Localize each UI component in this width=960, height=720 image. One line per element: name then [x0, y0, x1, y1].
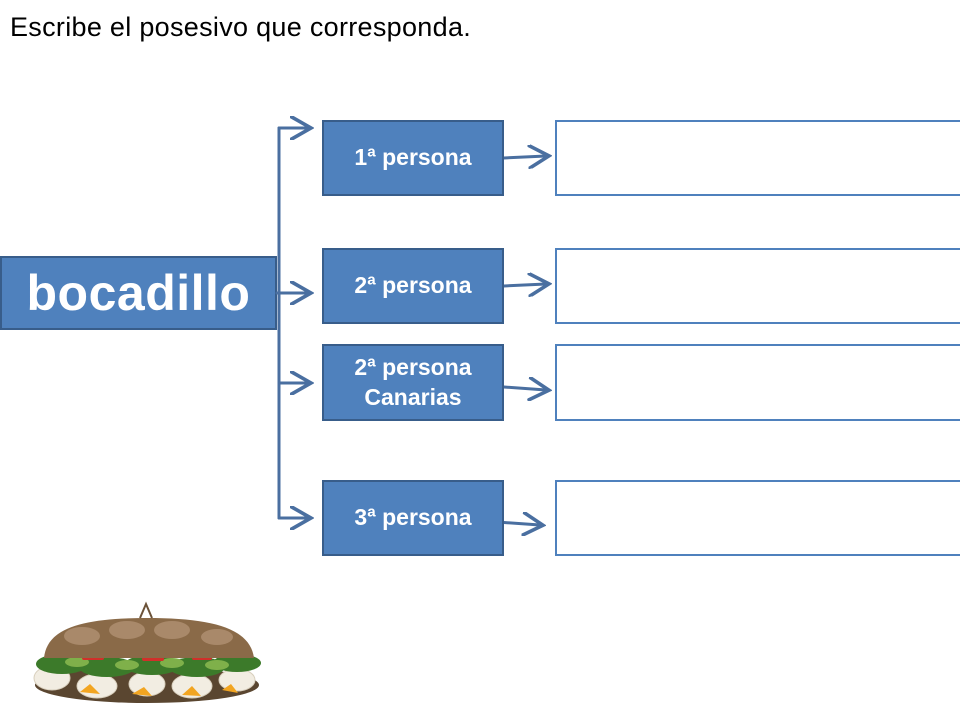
answer-field-4[interactable]: [555, 480, 960, 556]
answer-field-2[interactable]: [555, 248, 960, 324]
person-label-1: 1ª persona: [354, 144, 472, 171]
sandwich-icon: [33, 601, 261, 703]
instruction-text: Escribe el posesivo que corresponda.: [10, 12, 472, 42]
answer-arrow-3: [502, 387, 546, 390]
branch-trunk: [275, 126, 281, 520]
person-box-1: 1ª persona: [322, 120, 504, 196]
noun-box: bocadillo: [0, 256, 277, 330]
noun-label: bocadillo: [26, 265, 251, 321]
answer-field-1[interactable]: [555, 120, 960, 196]
answer-arrow-1: [502, 156, 546, 158]
answer-field-3[interactable]: [555, 344, 960, 421]
person-label-3: 2ª persona Canarias: [354, 353, 472, 410]
person-box-2: 2ª persona: [322, 248, 504, 324]
answer-arrow-2: [502, 284, 546, 286]
person-label-2: 2ª persona: [354, 272, 472, 299]
person-box-3: 2ª persona Canarias: [322, 344, 504, 421]
person-box-4: 3ª persona: [322, 480, 504, 556]
person-label-4: 3ª persona: [354, 504, 472, 531]
